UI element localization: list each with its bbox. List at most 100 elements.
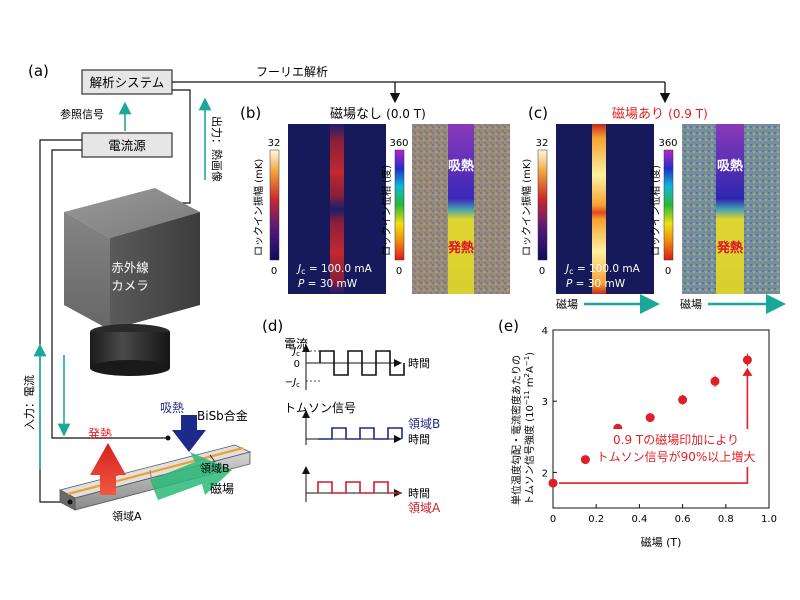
y-axis-label-line2: トムソン信号強度 (10−11 m2A−1)	[523, 352, 536, 505]
amp-label-b: ロックイン振幅 (mK)	[252, 159, 265, 256]
x-ticks: 0 0.2 0.4 0.6 0.8 1.0	[550, 504, 777, 525]
current-time-label: 時間	[408, 357, 430, 370]
magnetic-field-label: 磁場	[210, 481, 234, 496]
output-thermal-label: 出力：熱画像	[210, 116, 224, 182]
amp-max-b: 32	[268, 138, 281, 149]
region-a-waveform	[317, 481, 402, 494]
map-b-exothermic: 発熱	[447, 240, 474, 256]
x-tick-label: 0.6	[675, 514, 691, 525]
panel-label-c: (c)	[528, 104, 548, 122]
amp-min-c: 0	[539, 266, 545, 277]
map-c-exothermic: 発熱	[716, 240, 743, 256]
x-tick-label: 0.4	[631, 514, 647, 525]
reference-signal-label: 参照信号	[60, 107, 104, 121]
y-tick-label: 4	[542, 326, 548, 337]
map-b-power: P = 30 mW	[298, 278, 358, 290]
thomson-label: トムソン信号	[284, 401, 356, 415]
phase-label-b: ロックイン位相 (度)	[380, 165, 393, 256]
phase-max-b: 360	[389, 138, 408, 149]
map-b-title: 磁場なし (0.0 T)	[330, 107, 426, 122]
map-c-jc: Jc = 100.0 mA	[564, 263, 641, 276]
amp-colorbar-c	[537, 149, 548, 261]
field-label-amp: 磁場	[556, 298, 578, 311]
map-c-endothermic: 吸熱	[717, 158, 743, 174]
region-b-time-label: 時間	[408, 433, 430, 446]
panel-label-e: (e)	[498, 317, 519, 335]
data-point	[580, 455, 590, 465]
panel-a-setup: (a) 解析システム 電流源 フーリエ解析 参照信号 出力：熱画像 入力：電流	[22, 62, 671, 523]
camera-label-line1: 赤外線	[111, 260, 149, 275]
camera-top	[64, 188, 200, 238]
map-c-title: 磁場あり (0.9 T)	[612, 107, 708, 122]
x-axis-label: 磁場 (T)	[641, 536, 682, 549]
increase-arrowhead	[742, 367, 753, 376]
map-c-power: P = 30 mW	[566, 278, 626, 290]
map-b-phase-stripe	[448, 124, 474, 294]
analysis-system-label: 解析システム	[90, 75, 165, 90]
field-label-phase: 磁場	[680, 298, 702, 311]
panel-d-waveforms: (d) 電流 Jc 0 −Jc 時間 トムソン信号 時間 領域B 時間 領域A	[262, 317, 441, 515]
chart-annotation	[559, 367, 753, 484]
amp-min-b: 0	[271, 266, 277, 277]
increase-bracket	[559, 373, 749, 484]
amp-colorbar-b	[269, 149, 280, 261]
neg-jc-tick: −Jc	[285, 377, 300, 389]
current-waveform	[319, 350, 405, 376]
infrared-camera: 赤外線 カメラ	[64, 188, 200, 376]
region-a-wave-label: 領域A	[408, 500, 441, 515]
panel-c-maps: (c) 磁場あり (0.9 T) Jc = 100.0 mA P = 30 mW…	[520, 104, 786, 314]
exothermic-arrow	[90, 443, 126, 495]
data-point	[645, 413, 655, 423]
amp-max-c: 32	[536, 138, 549, 149]
annotation-line1: 0.9 Tの磁場印加により	[613, 432, 739, 447]
fourier-label: フーリエ解析	[256, 65, 328, 79]
x-tick-label: 1.0	[761, 514, 777, 525]
phase-colorbar-b	[394, 149, 405, 261]
amp-label-c: ロックイン振幅 (mK)	[520, 159, 533, 256]
endothermic-label: 吸熱	[160, 401, 184, 415]
camera-side	[110, 212, 200, 330]
wire-left-inner	[51, 149, 168, 439]
alloy-label: BiSb合金	[197, 408, 248, 423]
y-tick-label: 2	[542, 468, 548, 479]
data-point	[742, 355, 752, 365]
current-source-box	[81, 132, 173, 158]
y-tick-label: 3	[542, 397, 548, 408]
x-tick-label: 0	[550, 514, 556, 525]
map-b-amplitude-stripe	[330, 124, 344, 294]
endothermic-arrow	[172, 415, 206, 452]
x-tick-label: 0.2	[588, 514, 604, 525]
camera-front	[64, 212, 110, 330]
map-c-phase-stripe	[716, 124, 744, 294]
panel-b-maps: (b) 磁場なし (0.0 T) Jc = 100.0 mA P = 30 mW…	[240, 104, 510, 294]
x-tick-label: 0.8	[718, 514, 734, 525]
data-point	[710, 376, 720, 386]
magnetic-field-arrow	[150, 452, 232, 500]
map-c-amplitude-stripe	[592, 124, 606, 294]
map-b-jc: Jc = 100.0 mA	[296, 263, 373, 276]
region-a-time-label: 時間	[408, 487, 430, 500]
chart-frame	[552, 329, 770, 509]
region-b-label: 領域B	[200, 461, 230, 475]
annotation-line2: トムソン信号が90%以上増大	[597, 449, 756, 464]
y-ticks: 2 3 4	[542, 326, 557, 479]
phase-min-c: 0	[665, 266, 671, 277]
phase-max-c: 360	[658, 138, 677, 149]
panel-e-chart: (e) 0 0.2 0.4 0.6 0.8 1.0 2 3 4 磁場 (T) 単位温度勾配・電…	[498, 317, 777, 549]
camera-label-line2: カメラ	[111, 278, 149, 293]
phase-colorbar-c	[663, 149, 674, 261]
phase-label-c: ロックイン位相 (度)	[649, 165, 662, 256]
map-b-endothermic: 吸熱	[448, 158, 474, 174]
y-axis-label-line1: 単位温度勾配・電流密度あたりの	[510, 355, 523, 505]
lens-bottom	[90, 360, 170, 376]
panel-label-a: (a)	[28, 62, 49, 80]
current-source-label: 電流源	[108, 138, 146, 153]
data-point	[678, 395, 688, 405]
region-a-label: 領域A	[112, 509, 142, 523]
panel-label-b: (b)	[240, 104, 261, 122]
jc-tick: Jc	[291, 346, 300, 358]
chart-points	[548, 353, 752, 488]
panel-label-d: (d)	[262, 317, 283, 335]
input-current-label: 入力：電流	[22, 375, 36, 430]
